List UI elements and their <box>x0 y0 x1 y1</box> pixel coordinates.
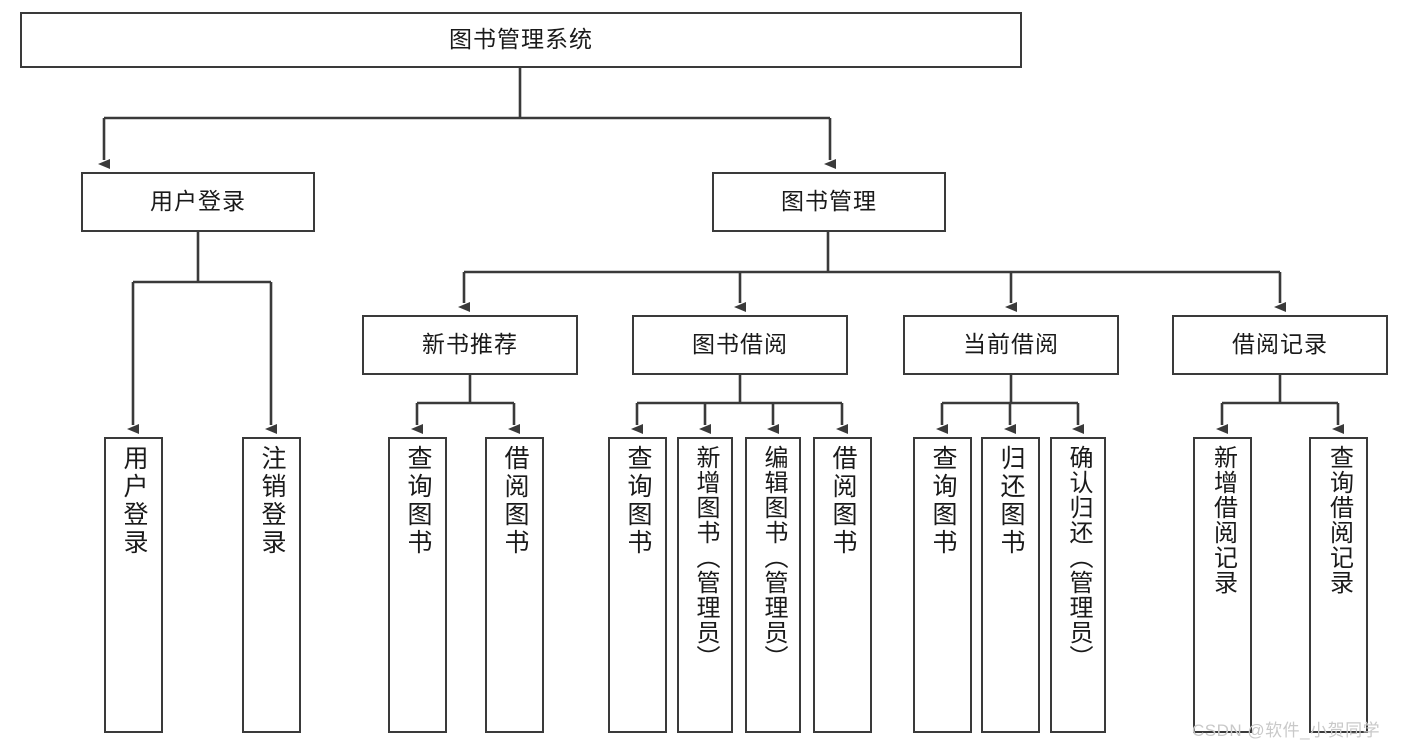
node-user-login-label: 用户登录 <box>150 188 246 215</box>
node-root-label: 图书管理系统 <box>449 26 593 53</box>
node-leaf-edit-book-label: 编辑图书（管理员） <box>760 445 787 670</box>
node-borrow-record[interactable]: 借阅记录 <box>1172 315 1388 375</box>
watermark: CSDN @软件_小贺同学 <box>1192 721 1381 740</box>
node-leaf-add-record[interactable]: 新增借阅记录 <box>1193 437 1252 733</box>
node-leaf-add-book[interactable]: 新增图书（管理员） <box>677 437 733 733</box>
node-leaf-query-book-2[interactable]: 查询图书 <box>608 437 667 733</box>
node-leaf-borrow-book-2[interactable]: 借阅图书 <box>813 437 872 733</box>
node-user-login[interactable]: 用户登录 <box>81 172 315 232</box>
node-leaf-borrow-book-1-label: 借阅图书 <box>501 445 529 557</box>
node-leaf-user-login-label: 用户登录 <box>120 445 148 557</box>
node-leaf-user-login[interactable]: 用户登录 <box>104 437 163 733</box>
node-leaf-add-book-label: 新增图书（管理员） <box>692 445 719 670</box>
node-new-book-recommend[interactable]: 新书推荐 <box>362 315 578 375</box>
node-leaf-logout-login[interactable]: 注销登录 <box>242 437 301 733</box>
node-root[interactable]: 图书管理系统 <box>20 12 1022 68</box>
node-current-borrow-label: 当前借阅 <box>963 331 1059 358</box>
node-book-borrow[interactable]: 图书借阅 <box>632 315 848 375</box>
node-leaf-query-record-label: 查询借阅记录 <box>1325 445 1353 595</box>
node-leaf-query-book-3-label: 查询图书 <box>929 445 957 557</box>
node-book-management-label: 图书管理 <box>781 188 877 215</box>
node-leaf-borrow-book-1[interactable]: 借阅图书 <box>485 437 544 733</box>
node-leaf-add-record-label: 新增借阅记录 <box>1209 445 1237 595</box>
node-leaf-logout-login-label: 注销登录 <box>258 445 286 557</box>
node-leaf-query-book-3[interactable]: 查询图书 <box>913 437 972 733</box>
node-leaf-confirm-return-label: 确认归还（管理员） <box>1065 445 1092 670</box>
node-leaf-query-record[interactable]: 查询借阅记录 <box>1309 437 1368 733</box>
node-borrow-record-label: 借阅记录 <box>1232 331 1328 358</box>
node-leaf-query-book-2-label: 查询图书 <box>624 445 652 557</box>
node-leaf-query-book-1[interactable]: 查询图书 <box>388 437 447 733</box>
node-leaf-query-book-1-label: 查询图书 <box>404 445 432 557</box>
node-leaf-return-book[interactable]: 归还图书 <box>981 437 1040 733</box>
node-current-borrow[interactable]: 当前借阅 <box>903 315 1119 375</box>
node-leaf-borrow-book-2-label: 借阅图书 <box>829 445 857 557</box>
node-leaf-return-book-label: 归还图书 <box>997 445 1025 557</box>
node-book-management[interactable]: 图书管理 <box>712 172 946 232</box>
node-leaf-edit-book[interactable]: 编辑图书（管理员） <box>745 437 801 733</box>
node-new-book-recommend-label: 新书推荐 <box>422 331 518 358</box>
node-book-borrow-label: 图书借阅 <box>692 331 788 358</box>
node-leaf-confirm-return[interactable]: 确认归还（管理员） <box>1050 437 1106 733</box>
